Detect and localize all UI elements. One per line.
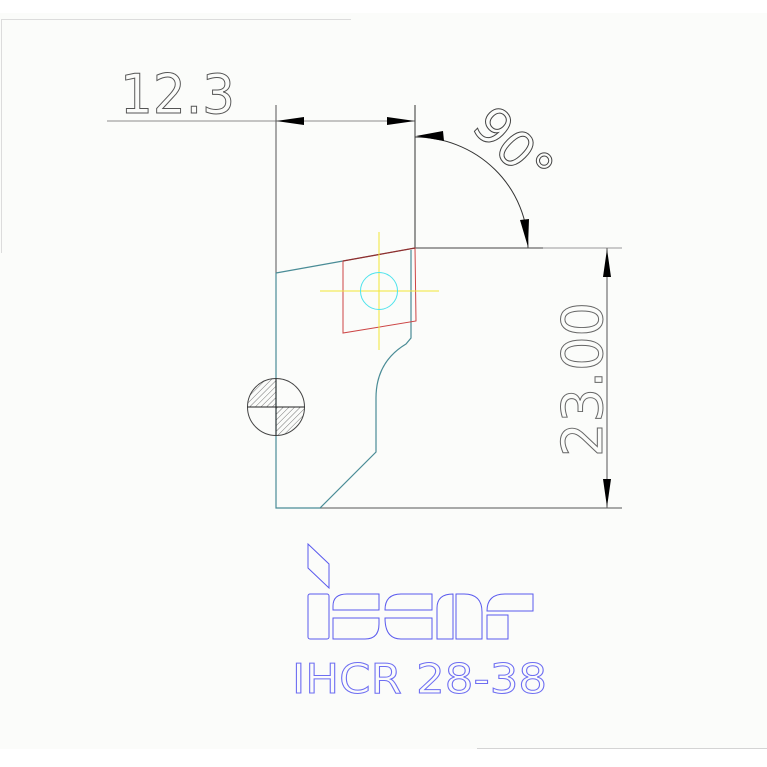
logo-r-leg xyxy=(486,614,509,640)
arrowhead-angle-top xyxy=(416,131,444,141)
logo-a-left xyxy=(436,593,454,640)
width-dimension: 12.3 xyxy=(107,63,416,273)
hatch-quadrant-top-left xyxy=(247,378,276,407)
viewport-background xyxy=(0,13,767,749)
tool-body-profile xyxy=(275,250,412,509)
logo-i-stem xyxy=(307,593,330,640)
logo-c-lower xyxy=(384,617,433,640)
logo-a-right xyxy=(455,593,483,640)
logo-c-upper xyxy=(384,593,433,611)
hatch-quadrant-bottom-right xyxy=(276,407,305,436)
part-number-label: IHCR 28-38 xyxy=(292,655,547,703)
logo-s-lower xyxy=(332,617,380,640)
brand-logo: iscar xyxy=(307,542,534,640)
arrowhead-top xyxy=(603,249,611,277)
cutting-insert xyxy=(320,232,439,350)
logo-r-top xyxy=(486,593,534,612)
insert-hole-icon xyxy=(360,272,398,310)
width-dimension-label: 12.3 xyxy=(120,63,235,126)
body-outline xyxy=(275,250,412,509)
height-dimension: 23.00 xyxy=(320,247,622,509)
logo-i-dot xyxy=(307,542,330,590)
arrowhead-angle-bottom xyxy=(520,219,529,247)
arrowhead-left xyxy=(276,117,304,125)
height-dimension-label: 23.00 xyxy=(551,302,616,457)
logo-s-upper xyxy=(332,593,380,611)
arrowhead-right xyxy=(387,117,415,125)
center-of-gravity-icon xyxy=(247,378,305,436)
arrowhead-bottom xyxy=(603,479,611,507)
